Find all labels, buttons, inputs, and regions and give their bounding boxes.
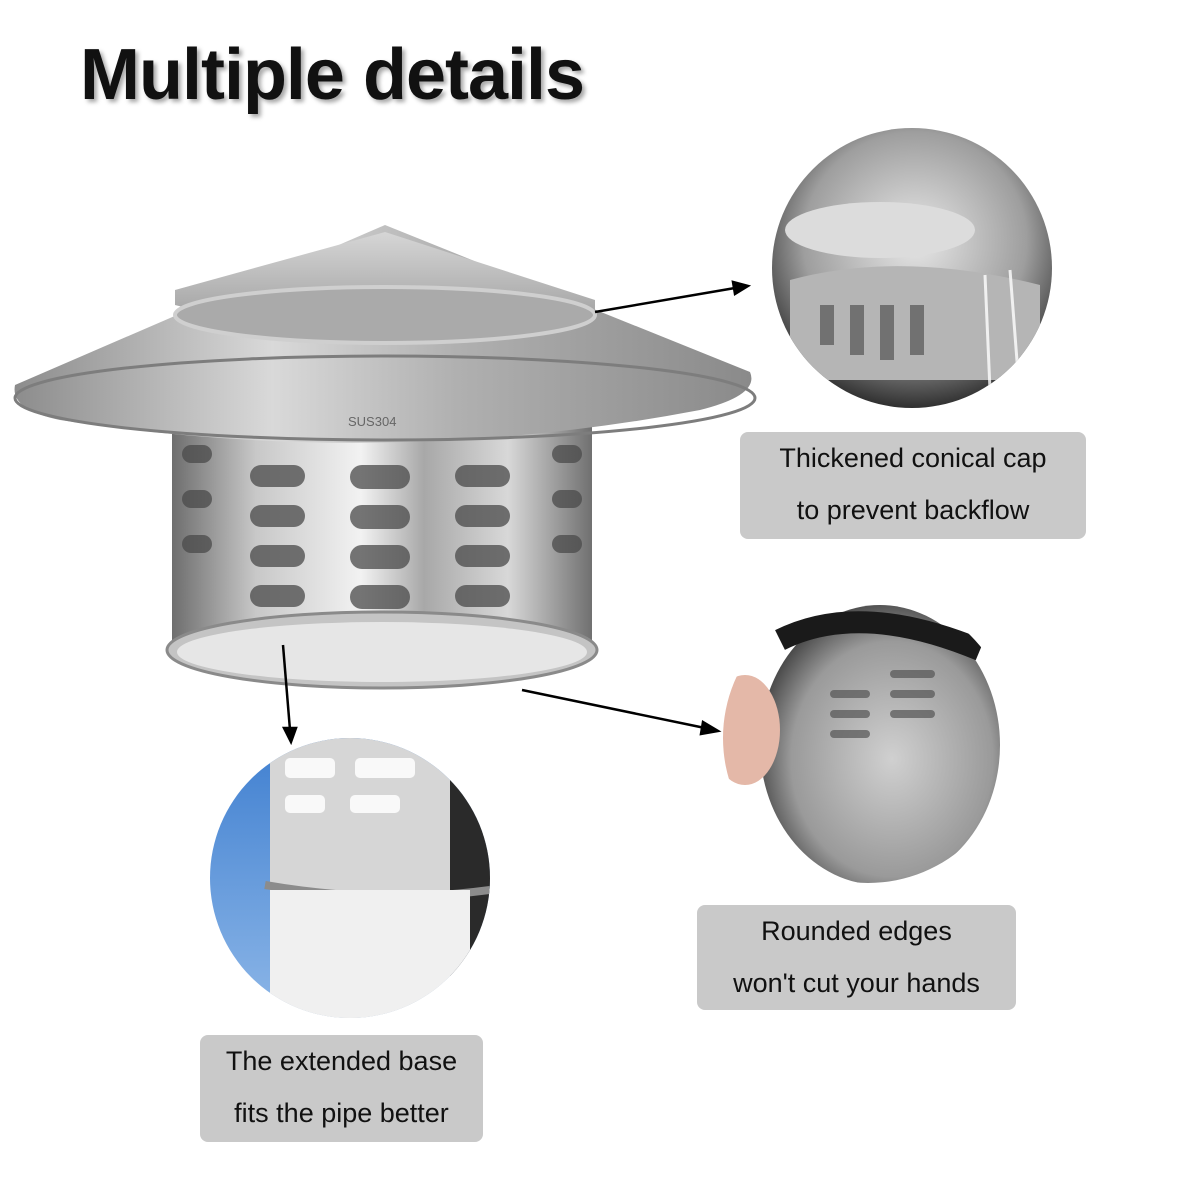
caption-conical-cap-line2: to prevent backflow <box>796 495 1030 525</box>
conical-cap: SUS304 <box>13 225 757 443</box>
caption-conical-cap: Thickened conical cap to prevent backflo… <box>740 432 1086 539</box>
vent-body <box>165 400 599 690</box>
caption-conical-cap-line1: Thickened conical cap <box>779 443 1047 473</box>
caption-extended-base: The extended base fits the pipe better <box>200 1035 483 1142</box>
engraving-text: SUS304 <box>348 414 396 429</box>
page-title: Multiple details <box>80 35 585 115</box>
detail-circle-edge <box>723 593 1013 883</box>
detail-circle-base <box>210 738 490 1018</box>
caption-rounded-edges: Rounded edges won't cut your hands <box>697 905 1016 1010</box>
caption-extended-base-line1: The extended base <box>225 1046 458 1076</box>
detail-circle-cap <box>772 128 1052 408</box>
caption-rounded-edges-line1: Rounded edges <box>761 916 952 946</box>
callout-arrows <box>281 280 752 746</box>
caption-rounded-edges-line2: won't cut your hands <box>733 968 980 998</box>
caption-extended-base-line2: fits the pipe better <box>234 1098 449 1128</box>
